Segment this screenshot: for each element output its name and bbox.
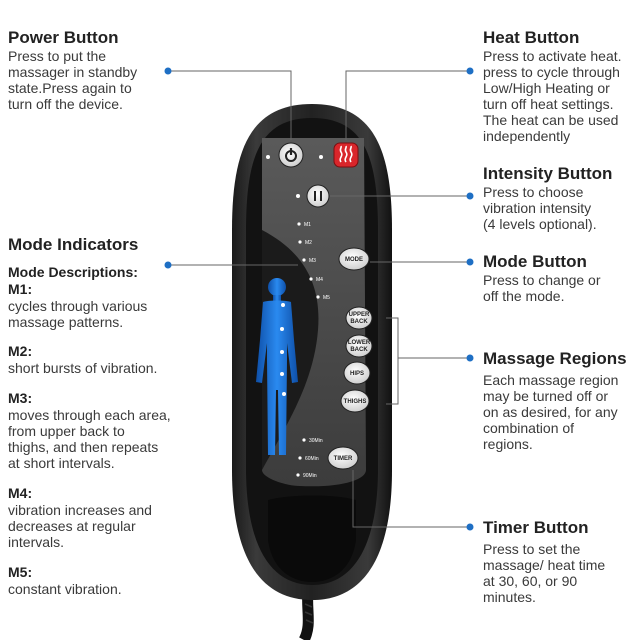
mode-m4-label: M4: <box>8 485 33 501</box>
mode-m5-desc: constant vibration. <box>8 581 122 597</box>
mode-indicator-group: M1 M2 M3 M4 M5 <box>297 222 330 301</box>
lower-back-button[interactable]: LOWER BACK <box>345 334 373 358</box>
power-title: Power Button <box>8 28 119 47</box>
mode-descriptions-heading: Mode Descriptions: <box>8 264 138 280</box>
heat-title: Heat Button <box>483 28 580 47</box>
power-callout: Power Button Press to put the massager i… <box>8 27 168 112</box>
svg-text:BACK: BACK <box>350 347 368 353</box>
intensity-title: Intensity Button <box>483 164 613 183</box>
mode-m2-label: M2: <box>8 343 33 359</box>
mode-m1-desc: cycles through various massage patterns. <box>8 298 148 330</box>
thighs-button[interactable]: THIGHS <box>340 389 370 413</box>
mode-m4-desc: vibration increases and decreases at reg… <box>8 502 152 550</box>
mode-button-label: MODE <box>345 257 363 263</box>
intensity-callout: Intensity Button Press to choose vibrati… <box>483 163 638 232</box>
timer-indicator-90: 90Min <box>303 473 317 479</box>
mode-button[interactable]: MODE <box>338 247 370 271</box>
heat-desc: Press to activate heat. press to cycle t… <box>483 48 622 144</box>
timer-callout: Timer Button Press to set the massage/ h… <box>483 517 638 605</box>
upper-back-button[interactable]: UPPER BACK <box>345 306 373 330</box>
mode-indicator-m2: M2 <box>305 240 312 246</box>
hips-button[interactable]: HIPS <box>343 361 371 385</box>
mode-indicators-title: Mode Indicators <box>8 235 139 254</box>
power-desc: Press to put the massager in standby sta… <box>8 48 138 112</box>
body-zone-dots <box>280 303 286 396</box>
timer-button-label: TIMER <box>334 456 353 462</box>
mode-indicator-m5: M5 <box>323 295 330 301</box>
svg-text:BACK: BACK <box>350 319 368 325</box>
power-button[interactable] <box>278 142 304 168</box>
svg-text:HIPS: HIPS <box>350 371 364 377</box>
mode-indicator-m1: M1 <box>304 222 311 228</box>
timer-indicator-30: 30Min <box>309 438 323 444</box>
heat-button[interactable] <box>333 142 359 168</box>
intensity-button[interactable] <box>306 184 330 208</box>
intensity-desc: Press to choose vibration intensity (4 l… <box>483 184 597 232</box>
mode-button-title: Mode Button <box>483 252 587 271</box>
timer-indicator-60: 60Min <box>305 456 319 462</box>
regions-title: Massage Regions <box>483 349 627 368</box>
mode-m2-desc: short bursts of vibration. <box>8 360 158 376</box>
mode-button-desc: Press to change or off the mode. <box>483 272 601 304</box>
mode-m5-label: M5: <box>8 564 33 580</box>
timer-indicator-group: 30Min 60Min 90Min <box>296 438 323 479</box>
mode-button-callout: Mode Button Press to change or off the m… <box>483 251 638 304</box>
regions-callout: Massage Regions Each massage region may … <box>483 348 638 452</box>
body-figure <box>256 278 298 455</box>
mode-indicator-m4: M4 <box>316 277 323 283</box>
timer-title: Timer Button <box>483 518 589 537</box>
svg-text:UPPER: UPPER <box>349 312 370 318</box>
mode-m1-label: M1: <box>8 281 33 297</box>
mode-indicators-callout: Mode Indicators Mode Descriptions: M1: c… <box>8 234 208 597</box>
remote-grip <box>268 495 356 582</box>
regions-desc: Each massage region may be turned off or… <box>483 372 619 452</box>
timer-desc: Press to set the massage/ heat time at 3… <box>483 541 606 605</box>
power-icon <box>285 148 297 162</box>
mode-m3-desc: moves through each area, from upper back… <box>8 407 171 471</box>
callout-dots <box>164 67 474 531</box>
callout-lines <box>168 70 470 528</box>
intensity-icon <box>314 191 322 201</box>
svg-text:LOWER: LOWER <box>348 340 371 346</box>
heat-waves-icon <box>339 145 353 163</box>
svg-text:THIGHS: THIGHS <box>344 399 367 405</box>
mode-m3-label: M3: <box>8 390 33 406</box>
mode-indicator-m3: M3 <box>309 258 316 264</box>
heat-callout: Heat Button Press to activate heat. pres… <box>483 27 638 144</box>
timer-button[interactable]: TIMER <box>327 446 359 470</box>
